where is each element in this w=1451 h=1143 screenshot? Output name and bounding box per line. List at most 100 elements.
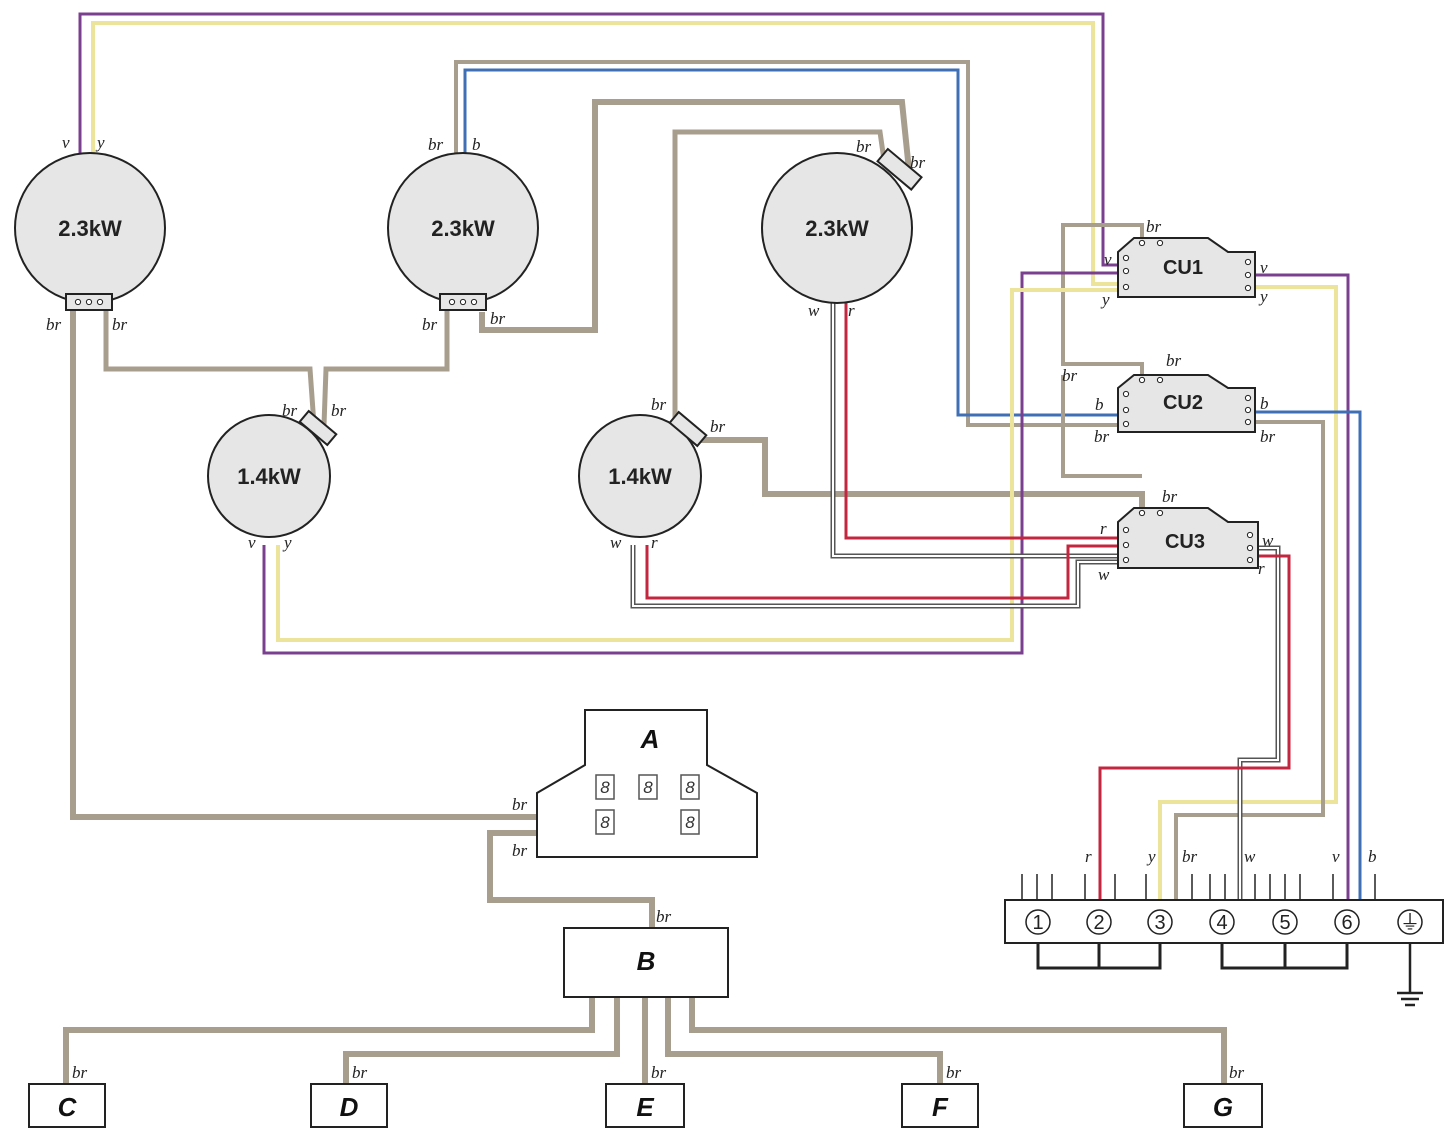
wire-white-plate3-inner <box>832 300 1118 557</box>
svg-text:B: B <box>637 946 656 976</box>
svg-text:br: br <box>112 315 128 334</box>
svg-text:r: r <box>1100 519 1107 538</box>
connector-dot <box>1122 526 1130 534</box>
wire-brown-plate5-plate3 <box>672 129 887 425</box>
svg-text:w: w <box>1098 565 1110 584</box>
plate-label: 2.3kW <box>431 216 495 241</box>
svg-text:v: v <box>248 533 256 552</box>
connector-dot <box>1122 267 1130 275</box>
svg-text:br: br <box>1146 217 1162 236</box>
digit-display <box>595 774 700 835</box>
svg-text:3: 3 <box>1154 912 1165 934</box>
svg-text:br: br <box>1062 366 1078 385</box>
svg-text:br: br <box>1094 427 1110 446</box>
svg-text:br: br <box>710 417 726 436</box>
svg-text:8: 8 <box>685 813 695 832</box>
connector-dot <box>1244 406 1252 414</box>
svg-text:br: br <box>46 315 62 334</box>
module-a: A br br 8 8 8 8 8 <box>512 709 758 860</box>
wire-brown-plate1-plate4 <box>103 310 317 426</box>
svg-text:br: br <box>946 1063 962 1082</box>
plate-3: 2.3kW br br w r <box>761 137 926 320</box>
svg-text:br: br <box>72 1063 88 1082</box>
plate-label: 1.4kW <box>608 464 672 489</box>
svg-text:r: r <box>651 533 658 552</box>
output-d: D br <box>310 1063 388 1128</box>
terminal-block: 1 2 3 4 5 6 ⏚ r y br w v b <box>1004 847 1444 1007</box>
connector-dot <box>1244 271 1252 279</box>
svg-text:br: br <box>656 907 672 926</box>
svg-text:E: E <box>636 1092 654 1122</box>
svg-text:br: br <box>512 795 528 814</box>
svg-text:w: w <box>1244 847 1256 866</box>
output-g: G br <box>1183 1063 1263 1128</box>
module-b: B br <box>563 907 729 998</box>
connector-dot <box>1122 283 1130 291</box>
cu-label: CU2 <box>1163 392 1203 414</box>
svg-text:br: br <box>1166 351 1182 370</box>
wire-white-plate5-inner <box>632 545 1118 607</box>
svg-text:br: br <box>331 401 347 420</box>
ground-symbol-icon <box>1397 943 1423 1007</box>
svg-text:b: b <box>1260 394 1269 413</box>
connector-dot <box>1122 556 1130 564</box>
wire-white-plate3 <box>830 300 1118 559</box>
wire-brown-plate5-CU3 <box>700 437 1145 510</box>
wire-brown-B-D <box>343 997 620 1084</box>
svg-text:b: b <box>472 135 481 154</box>
svg-text:y: y <box>1100 290 1110 309</box>
connector-dot <box>1246 531 1254 539</box>
output-e: E br <box>605 1063 685 1128</box>
connector-dot <box>1156 509 1164 517</box>
terminal-circles <box>1025 909 1423 935</box>
svg-text:b: b <box>1095 395 1104 414</box>
wire-brown-plate1-moduleA <box>70 310 537 820</box>
output-f: F br <box>901 1063 979 1128</box>
earth-icon: ⏚ <box>1400 912 1420 934</box>
svg-text:8: 8 <box>685 778 695 797</box>
cu-label: CU1 <box>1163 257 1203 279</box>
connector-dot <box>96 298 104 306</box>
connector-dot <box>1156 376 1164 384</box>
svg-text:5: 5 <box>1279 912 1290 934</box>
wire-brown-B-G <box>689 997 1227 1084</box>
connector-dot <box>1122 406 1130 414</box>
connector-dot <box>1122 541 1130 549</box>
connector-dot <box>1122 254 1130 262</box>
wire-brown-CU2-T3 <box>1174 420 1325 900</box>
svg-text:2: 2 <box>1093 912 1104 934</box>
plate-label: 2.3kW <box>805 216 869 241</box>
wire-brown-A-B <box>487 830 655 928</box>
svg-text:br: br <box>512 841 528 860</box>
wire-brown-CU2-CU3 <box>1061 375 1142 478</box>
connector-dot <box>1156 239 1164 247</box>
connector-dot <box>1244 284 1252 292</box>
svg-text:br: br <box>856 137 872 156</box>
wire-brown-B-F <box>665 997 943 1084</box>
wire-yellow-CU1-T3 <box>1158 285 1338 900</box>
plate-5: 1.4kW br br w r <box>578 395 726 552</box>
svg-text:y: y <box>1258 287 1268 306</box>
wire-red-plate3 <box>844 300 1118 540</box>
connector-dot <box>1122 390 1130 398</box>
svg-text:br: br <box>651 395 667 414</box>
control-unit-2: CU2 br br b br b br <box>1062 351 1276 446</box>
plate-4: 1.4kW br br v y <box>207 401 347 552</box>
svg-text:8: 8 <box>600 813 610 832</box>
svg-text:C: C <box>58 1092 78 1122</box>
svg-text:8: 8 <box>643 778 653 797</box>
wire-brown-plate2-plate4 <box>321 310 450 426</box>
svg-text:v: v <box>1260 258 1268 277</box>
svg-text:w: w <box>1262 531 1274 550</box>
control-unit-1: CU1 br v y v y <box>1100 217 1268 309</box>
plate-label: 2.3kW <box>58 216 122 241</box>
connector-dot <box>85 298 93 306</box>
svg-text:br: br <box>1260 427 1276 446</box>
svg-text:w: w <box>610 533 622 552</box>
wire-violet-CU1-T6 <box>1255 273 1350 900</box>
wire-violet-plate4 <box>262 271 1118 655</box>
wire-yellow-top <box>91 21 1118 286</box>
connector-dot <box>1138 239 1146 247</box>
plate-2: 2.3kW br b br br <box>387 135 539 334</box>
svg-text:v: v <box>62 133 70 152</box>
